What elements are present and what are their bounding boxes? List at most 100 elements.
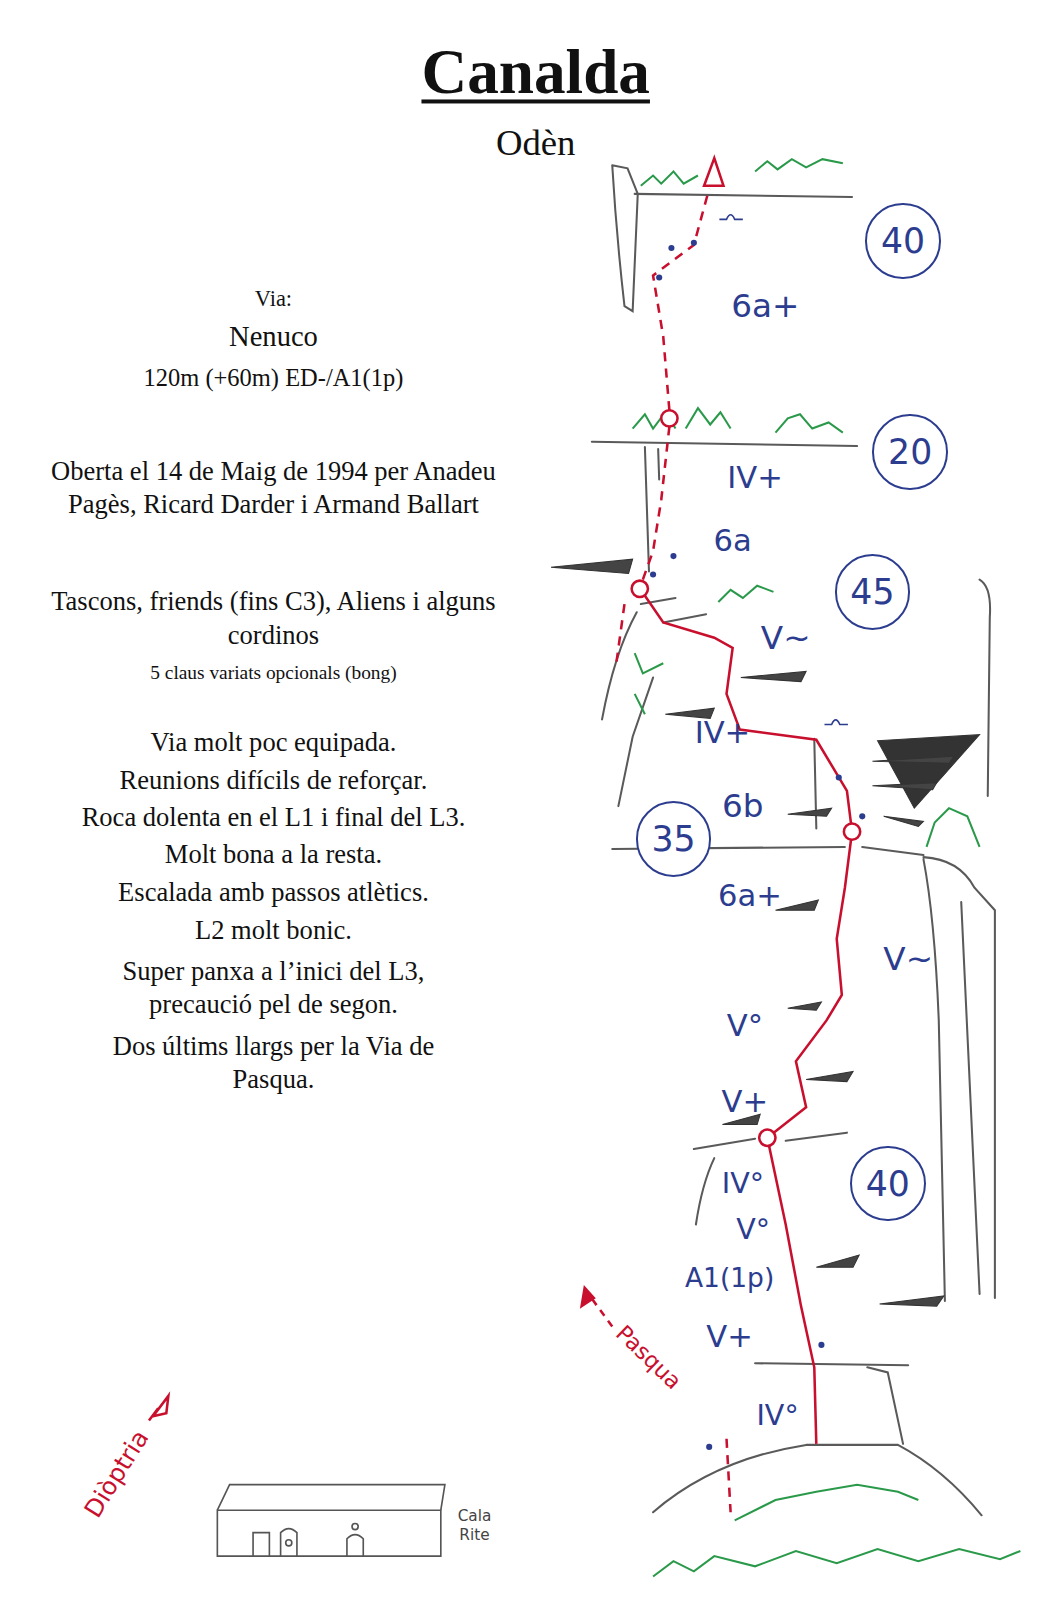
bolt [691, 240, 697, 246]
pitch-length: 40 [866, 1164, 910, 1204]
grass [633, 159, 1021, 1576]
grass [927, 808, 980, 847]
note-text: Nenuco [229, 319, 318, 355]
grade-label: IV+ [695, 714, 751, 752]
bolt [836, 774, 842, 780]
pitch-length: 35 [651, 819, 695, 859]
note-text: Molt bona a la resta. [165, 839, 382, 872]
pasqua-line [727, 1439, 731, 1512]
belay [632, 581, 648, 597]
pitch-length-circle: 40 [865, 203, 941, 279]
route-line-dashed [643, 189, 709, 580]
ground-hill [653, 1445, 982, 1515]
grass [641, 171, 698, 185]
shelf [788, 808, 832, 816]
grade-label: IV° [722, 1166, 764, 1202]
grade-label: V+ [706, 1318, 753, 1356]
note-text: 5 claus variats opcionals (bong) [150, 661, 396, 685]
grass [653, 1549, 1020, 1577]
building-name: Cala Rite [449, 1506, 500, 1544]
grass [635, 653, 664, 714]
grass [718, 586, 773, 602]
note-text: Via: [255, 285, 292, 313]
title: Canalda [421, 34, 649, 113]
rock-wall [612, 165, 638, 311]
pitch-length-circle: 35 [636, 801, 712, 877]
bolts [650, 240, 865, 1450]
grass [735, 1485, 919, 1521]
grade-label: 6a+ [718, 877, 782, 915]
grass [633, 408, 731, 428]
grade-label: V° [727, 1006, 763, 1044]
note-text: Via molt poc equipada. [151, 726, 397, 759]
grade-label: V~ [883, 939, 933, 980]
shelf [878, 735, 980, 808]
belay [759, 1130, 775, 1146]
hut-roof [217, 1485, 445, 1511]
route-name: Diòptria [79, 1425, 157, 1524]
note-text: Escalada amb passos atlètics. [118, 876, 429, 909]
hut-door [253, 1529, 363, 1557]
shelf [788, 1002, 822, 1010]
grade-label: IV° [756, 1398, 798, 1434]
rock-wall [602, 612, 653, 806]
pitch-length-circle: 45 [835, 554, 911, 630]
grade-label: 6a+ [731, 286, 799, 327]
pitch-length: 45 [850, 572, 894, 612]
rock-wall [980, 580, 990, 796]
bolt [650, 571, 656, 577]
route-line [641, 590, 852, 1444]
grade-label: 6b [722, 786, 764, 827]
bolt [706, 1444, 712, 1450]
pitch-length-circle: 20 [872, 414, 948, 490]
hut-window [286, 1540, 292, 1546]
ledge-line [635, 194, 852, 197]
bolt [818, 1342, 824, 1348]
dioptria-arrow [149, 1396, 168, 1420]
grass [755, 159, 843, 171]
bolt [859, 813, 865, 819]
piton-symbols [719, 215, 848, 725]
grade-label: 6a [714, 522, 752, 560]
note-text: Oberta el 14 de Maig de 1994 per Anadeu … [49, 455, 498, 521]
grass [776, 414, 843, 432]
belay [661, 410, 677, 426]
piton [719, 215, 742, 220]
note-text: Super panxa a l’inici del L3, precaució … [80, 955, 468, 1021]
belay [844, 823, 860, 839]
subtitle: Odèn [496, 120, 576, 166]
note-text: L2 molt bonic. [195, 914, 352, 947]
route-name: Pasqua [610, 1319, 687, 1395]
shelf [816, 1255, 859, 1267]
shelf [551, 559, 633, 573]
route [149, 158, 860, 1512]
shelf [806, 1071, 853, 1081]
arrow-head [704, 158, 723, 186]
crack-line [645, 447, 659, 571]
ledge-line [755, 1363, 908, 1444]
piton [824, 720, 847, 725]
bolt [670, 553, 676, 559]
grade-label: A1(1p) [685, 1261, 774, 1294]
note-text: Roca dolenta en el L1 i final del L3. [82, 802, 466, 835]
hut-window [352, 1523, 358, 1529]
note-text: 120m (+60m) ED-/A1(1p) [144, 362, 404, 393]
shelf [880, 1296, 944, 1306]
grade-label: V~ [761, 617, 811, 658]
rock-wall [696, 1158, 714, 1224]
route-line-dashed [616, 604, 624, 663]
grade-label: IV+ [727, 458, 783, 496]
note-text: Dos últims llargs per la Via de Pasqua. [105, 1030, 442, 1096]
shelf [741, 671, 806, 681]
ledge-line [592, 442, 857, 446]
rock-shelves [551, 559, 980, 1306]
hut-wall [217, 1510, 440, 1556]
rock-pillar [923, 857, 994, 1301]
grade-label: V+ [722, 1083, 769, 1121]
note-text: Tascons, friends (fins C3), Aliens i alg… [49, 585, 498, 651]
rock-lines [592, 165, 995, 1515]
ledge-line [641, 598, 706, 622]
note-text: Reunions difícils de reforçar. [120, 764, 428, 797]
